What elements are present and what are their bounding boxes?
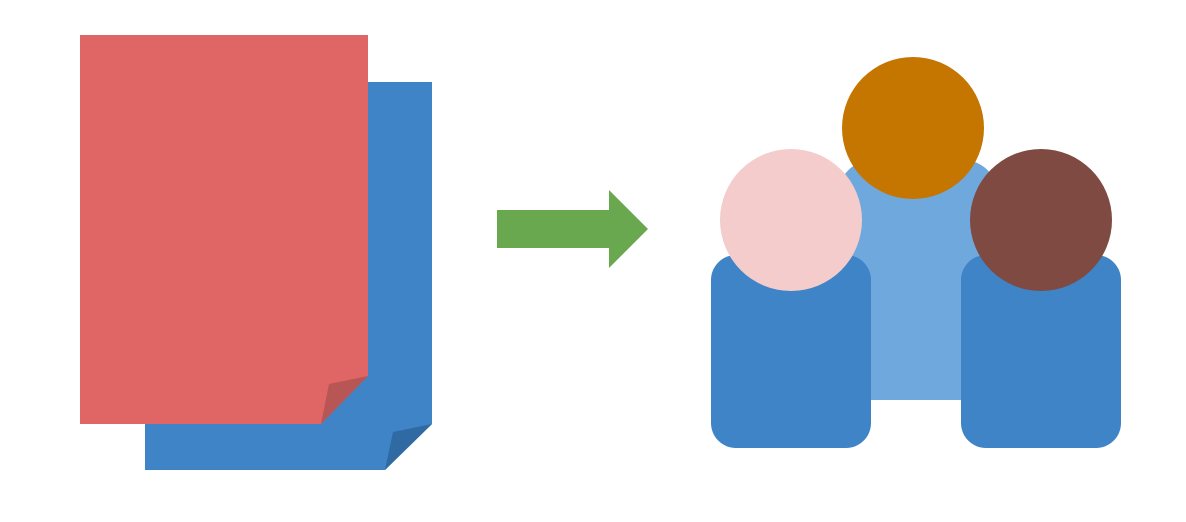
right-person-body <box>961 255 1121 448</box>
left-person-head <box>720 149 862 291</box>
left-person-body <box>711 255 871 448</box>
people-group-icon <box>711 57 1121 448</box>
center-person-head <box>842 57 984 199</box>
arrow-right-icon <box>497 190 648 268</box>
center-person-body <box>838 160 998 400</box>
document-stack-icon <box>80 35 432 470</box>
right-person-head <box>970 149 1112 291</box>
front-document <box>80 35 368 424</box>
